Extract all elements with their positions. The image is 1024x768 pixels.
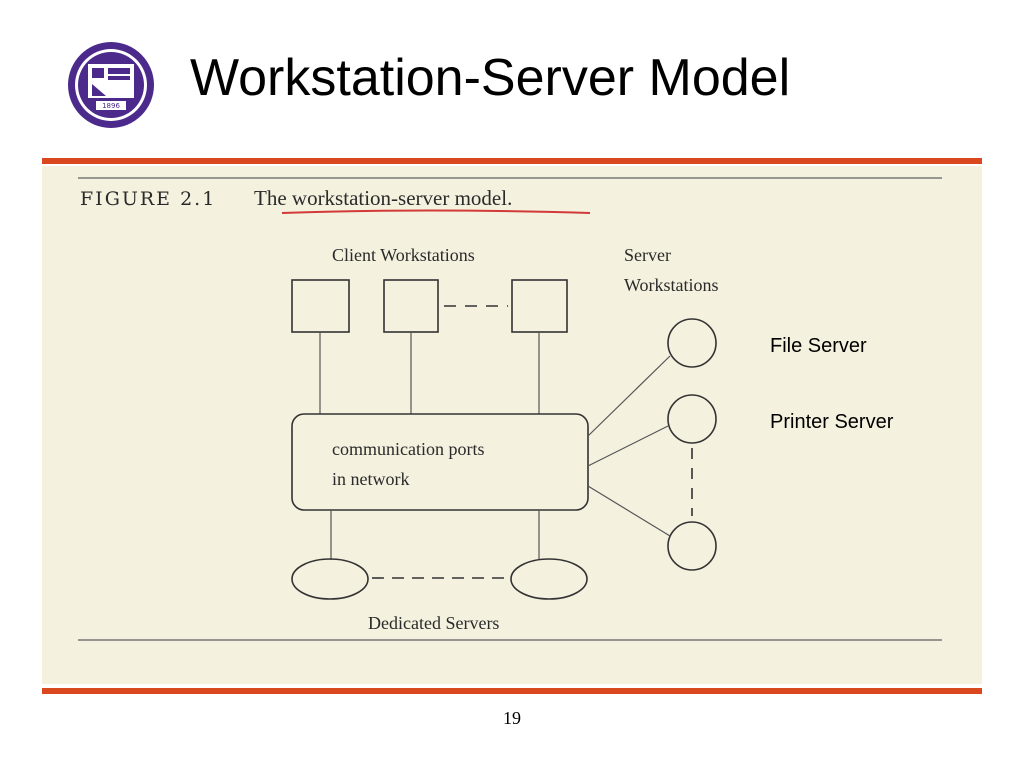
figure-caption: The workstation-server model. bbox=[254, 186, 513, 210]
caption-underline bbox=[281, 209, 591, 214]
server-circle-3 bbox=[667, 521, 717, 571]
figure-scan: FIGURE 2.1 The workstation-server model.… bbox=[42, 166, 982, 684]
page-number: 19 bbox=[503, 708, 521, 728]
dedicated-server-ellipse-2 bbox=[510, 558, 588, 600]
server-workstations-label-line2: Workstations bbox=[624, 275, 719, 295]
client-workstation-box-3 bbox=[511, 279, 568, 333]
university-seal-icon: 1896 bbox=[68, 42, 154, 128]
printer-server-label: Printer Server bbox=[770, 411, 894, 433]
server-circle-printer bbox=[667, 394, 717, 444]
client-workstation-box-2 bbox=[383, 279, 439, 333]
figure-label: FIGURE 2.1 bbox=[80, 188, 217, 210]
logo-year: 1896 bbox=[102, 102, 120, 110]
server-circle-file bbox=[667, 318, 717, 368]
client-workstations-label: Client Workstations bbox=[332, 245, 475, 265]
file-server-label: File Server bbox=[770, 335, 867, 357]
dedicated-servers-label: Dedicated Servers bbox=[368, 613, 500, 633]
slide-title: Workstation-Server Model bbox=[190, 49, 791, 107]
server-workstations-label-line1: Server bbox=[624, 245, 671, 265]
network-label-line1: communication ports bbox=[332, 439, 485, 459]
server-link-3 bbox=[587, 485, 671, 537]
server-link-2 bbox=[587, 425, 669, 467]
client-workstation-box-1 bbox=[291, 279, 350, 333]
server-link-1 bbox=[587, 355, 671, 437]
network-label-line2: in network bbox=[332, 469, 410, 489]
bottom-divider bbox=[42, 688, 982, 694]
top-divider bbox=[42, 158, 982, 164]
dedicated-server-ellipse-1 bbox=[291, 558, 369, 600]
workstation-server-diagram bbox=[78, 177, 942, 641]
network-box bbox=[291, 413, 589, 511]
